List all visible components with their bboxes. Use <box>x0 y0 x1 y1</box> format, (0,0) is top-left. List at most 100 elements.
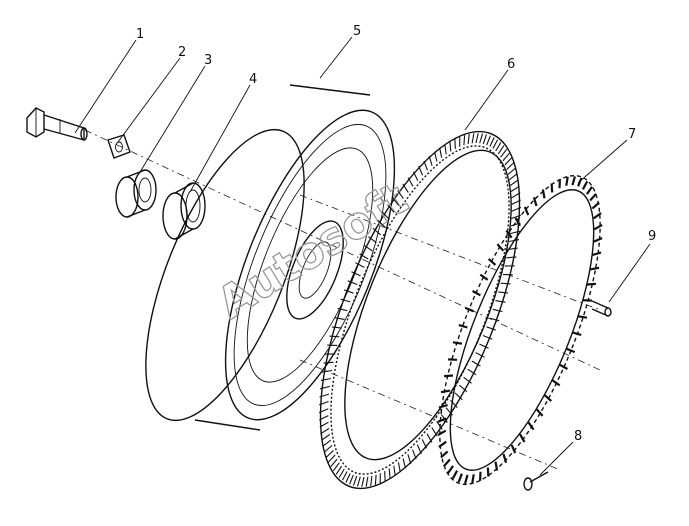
gear-teeth-tooth <box>463 376 472 384</box>
gear-teeth-tooth <box>355 262 365 268</box>
callout-6: 6 <box>507 57 515 72</box>
gear-teeth-tooth <box>508 173 518 181</box>
gear-teeth-tooth <box>504 157 513 166</box>
gear-teeth-tooth <box>356 476 361 487</box>
ring-gear-part-6 <box>319 130 521 490</box>
plate-teeth-tooth <box>592 251 602 257</box>
gear-teeth-tooth <box>322 439 332 447</box>
gear-teeth-tooth <box>482 134 488 145</box>
gear-teeth-tooth <box>421 439 428 449</box>
plate-teeth-tooth <box>487 258 497 266</box>
plate-teeth-tooth <box>577 315 588 319</box>
gear-teeth-tooth <box>433 151 438 162</box>
gear-teeth-tooth <box>450 400 458 408</box>
gear-teeth-tooth <box>445 407 453 416</box>
plate-teeth-tooth <box>572 331 582 336</box>
gear-teeth-tooth <box>489 317 500 322</box>
gear-teeth-tooth <box>340 298 351 303</box>
plate-teeth-tooth <box>464 474 469 484</box>
gear-teeth-tooth <box>423 160 428 171</box>
gear-teeth-tooth <box>330 458 338 468</box>
plate-teeth-tooth <box>589 193 597 202</box>
gear-teeth-tooth <box>341 471 348 481</box>
plate-teeth-tooth <box>437 417 447 423</box>
plate-teeth-tooth <box>559 363 569 370</box>
flywheel-part-5 <box>145 84 396 431</box>
gear-teeth-tooth <box>372 227 381 236</box>
gear-teeth-tooth <box>418 165 424 176</box>
gear-teeth-tooth <box>467 368 477 376</box>
gear-teeth-tooth <box>337 307 348 312</box>
gear-teeth-tooth <box>479 133 484 144</box>
gear-teeth-tooth <box>510 185 520 192</box>
plate-teeth-tooth <box>593 223 603 231</box>
gear-teeth-tooth <box>459 384 468 393</box>
plate-teeth-tooth <box>443 458 451 467</box>
plate-teeth-tooth <box>510 444 517 454</box>
gear-teeth-tooth <box>352 475 358 486</box>
gear-teeth-tooth <box>475 352 485 358</box>
gear-teeth-tooth <box>365 476 369 487</box>
plate-teeth-tooth <box>523 206 530 216</box>
gear-teeth-tooth <box>320 377 331 381</box>
gear-teeth-tooth <box>323 361 334 364</box>
gear-teeth-tooth <box>497 145 505 155</box>
gear-teeth-tooth <box>347 280 358 286</box>
plate-teeth-tooth <box>565 347 576 354</box>
gear-teeth-tooth <box>509 179 519 186</box>
gear-teeth-tooth <box>338 468 345 478</box>
callout-8: 8 <box>574 429 582 444</box>
gear-teeth-tooth <box>486 326 497 331</box>
gear-teeth-tooth <box>436 420 443 430</box>
gear-teeth-tooth <box>449 141 452 152</box>
signal-plate-teeth <box>437 176 603 484</box>
gear-teeth-tooth <box>428 155 433 166</box>
gear-teeth-tooth <box>492 308 503 313</box>
callout-5: 5 <box>353 24 361 39</box>
lock-washer-part-2 <box>107 134 131 159</box>
gear-teeth-tooth <box>363 244 373 252</box>
callout-1: 1 <box>136 27 144 42</box>
plate-teeth-tooth <box>571 176 576 186</box>
gear-teeth-tooth <box>412 449 417 460</box>
callout-labels: 1 2 3 4 5 6 7 8 9 <box>136 24 656 444</box>
plate-teeth-tooth <box>551 379 561 387</box>
gear-teeth-tooth <box>319 415 329 421</box>
gear-teeth-tooth <box>349 474 354 485</box>
plate-teeth-tooth <box>593 212 602 220</box>
gear-teeth-tooth <box>507 167 516 175</box>
gear-teeth-tooth <box>511 192 521 199</box>
gear-teeth-tooth <box>412 171 419 181</box>
gear-teeth-tooth <box>507 247 518 251</box>
gear-teeth-tooth <box>471 360 481 367</box>
plate-teeth-tooth <box>565 176 569 186</box>
gear-teeth-tooth <box>318 408 329 414</box>
gear-teeth-tooth <box>370 475 373 486</box>
gear-teeth-tooth <box>329 335 340 338</box>
plate-teeth-tooth <box>586 186 593 195</box>
watermark-text: Autosoft <box>209 173 417 329</box>
gear-teeth-tooth <box>444 144 447 155</box>
callout-4: 4 <box>249 72 257 87</box>
plate-teeth-tooth <box>591 201 600 210</box>
plate-teeth-tooth <box>519 433 526 443</box>
gear-teeth-tooth <box>439 147 443 158</box>
plate-teeth-tooth <box>577 177 583 187</box>
gear-teeth-tooth <box>402 183 409 193</box>
gear-teeth-tooth <box>463 135 466 146</box>
gear-teeth-tooth <box>359 253 369 260</box>
plate-teeth-tooth <box>471 290 481 297</box>
plate-teeth-tooth <box>471 474 475 484</box>
gear-teeth-tooth <box>351 271 361 277</box>
gear-teeth-tooth <box>388 468 391 479</box>
gear-teeth-tooth <box>506 256 517 259</box>
gear-teeth-tooth <box>407 454 412 465</box>
gear-teeth-tooth <box>321 434 331 441</box>
gear-teeth-tooth <box>500 282 511 285</box>
gear-teeth-tooth <box>392 197 400 206</box>
plate-teeth-tooth <box>550 183 554 193</box>
gear-teeth-tooth <box>454 392 463 401</box>
plate-teeth-tooth <box>437 429 447 437</box>
plate-teeth-tooth <box>457 473 463 483</box>
